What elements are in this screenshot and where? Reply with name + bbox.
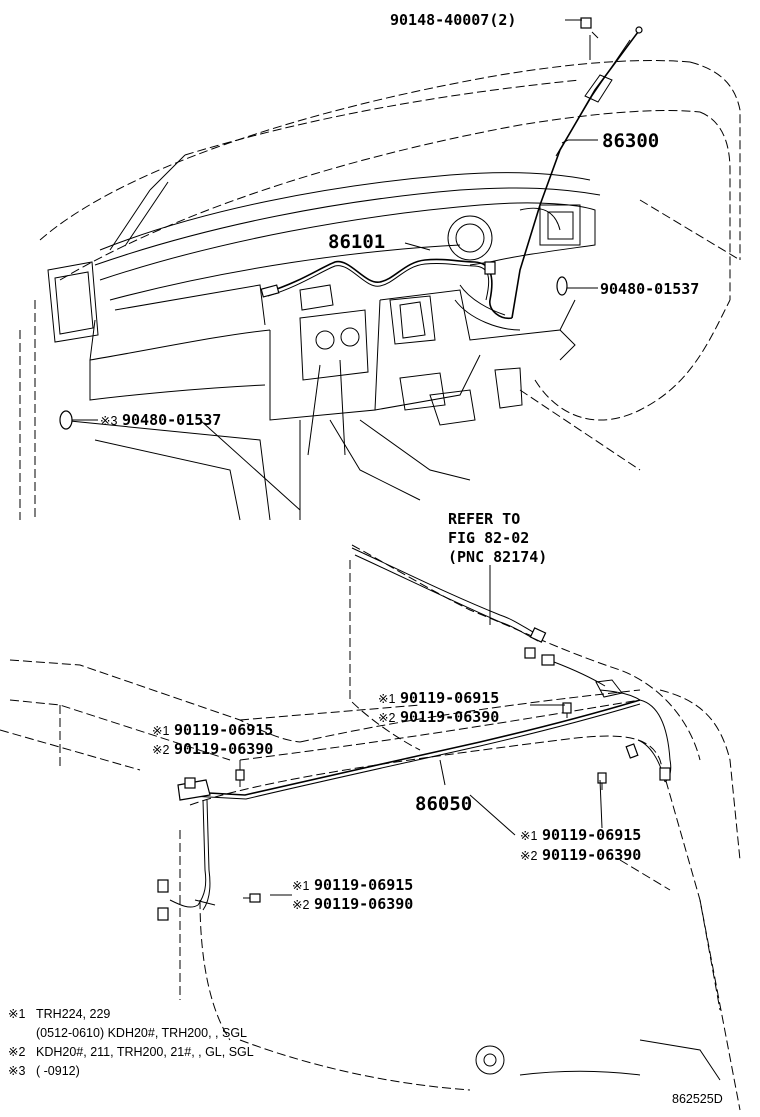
note-1-line2: (0512-0610) KDH20#, TRH200, , SGL [36, 1026, 247, 1040]
mark-2-a: ※2 [378, 711, 395, 725]
mark-2-c: ※2 [520, 849, 537, 863]
mark-2-d: ※2 [292, 898, 309, 912]
label-clamp-b2: 90119-06390 [174, 740, 273, 758]
label-clip-left: 90480-01537 [122, 411, 221, 429]
label-clamp-d2: 90119-06390 [314, 895, 413, 913]
label-cord-rear: 86050 [415, 793, 472, 815]
rear-cabin-illustration [0, 544, 741, 1111]
note-3-line1: ( -0912) [36, 1064, 80, 1078]
label-refer-line3: (PNC 82174) [448, 548, 547, 566]
label-clip-right: 90480-01537 [600, 280, 699, 298]
label-clamp-d1: 90119-06915 [314, 876, 413, 894]
note-1-line1: TRH224, 229 [36, 1007, 110, 1021]
label-clamp-a2: 90119-06390 [400, 708, 499, 726]
leader-lines [72, 19, 603, 896]
mark-1-d: ※1 [292, 879, 309, 893]
front-cabin-illustration [19, 17, 741, 521]
label-clamp-b1: 90119-06915 [174, 721, 273, 739]
label-clamp-c2: 90119-06390 [542, 846, 641, 864]
label-refer-line2: FIG 82-02 [448, 529, 529, 547]
note-1-mark: ※1 [8, 1007, 25, 1021]
mark-2-b: ※2 [152, 743, 169, 757]
part-labels: 90148-40007(2) 86300 86101 90480-01537 ※… [100, 11, 699, 913]
note-3-mark: ※3 [8, 1064, 25, 1078]
mark-1-c: ※1 [520, 829, 537, 843]
mark-3-left: ※3 [100, 414, 117, 428]
label-clamp-c1: 90119-06915 [542, 826, 641, 844]
figure-code: 862525D [672, 1092, 723, 1106]
label-antenna: 86300 [602, 130, 659, 152]
mark-1-a: ※1 [378, 692, 395, 706]
label-cord-front: 86101 [328, 231, 385, 253]
note-2-mark: ※2 [8, 1045, 25, 1059]
label-refer-line1: REFER TO [448, 510, 520, 528]
footnotes: ※1 TRH224, 229 (0512-0610) KDH20#, TRH20… [8, 1007, 254, 1078]
label-clamp-a1: 90119-06915 [400, 689, 499, 707]
mark-1-b: ※1 [152, 724, 169, 738]
note-2-line1: KDH20#, 211, TRH200, 21#, , GL, SGL [36, 1045, 254, 1059]
label-bolt-top: 90148-40007(2) [390, 11, 516, 29]
